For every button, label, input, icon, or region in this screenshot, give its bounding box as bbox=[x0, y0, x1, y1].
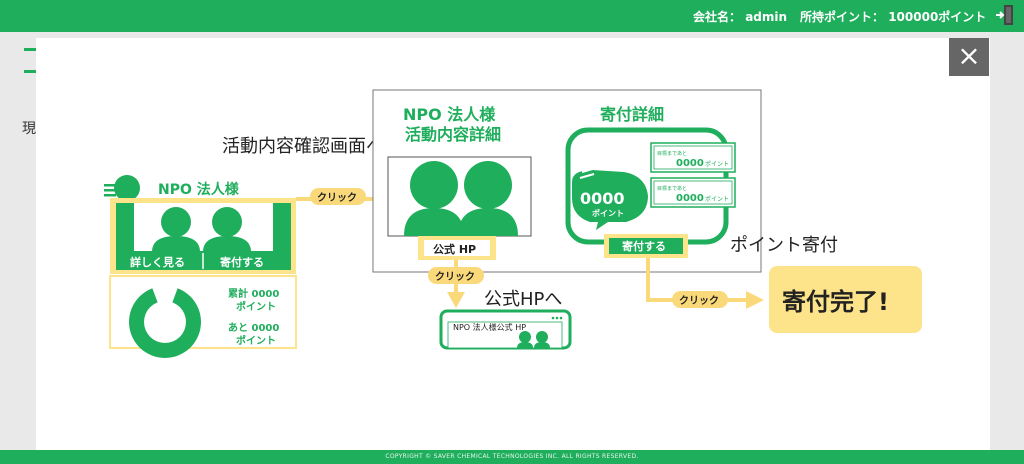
background-heading-bar bbox=[24, 70, 36, 73]
modal-close-button[interactable]: × bbox=[949, 38, 989, 76]
logout-icon[interactable] bbox=[994, 4, 1016, 26]
top-bar: 会社名： admin 所持ポイント： 100000ポイント bbox=[0, 0, 1024, 32]
background-text: 現 bbox=[22, 121, 36, 137]
background-heading-bar bbox=[24, 48, 36, 51]
company-info: 会社名： admin bbox=[693, 8, 787, 25]
footer-copyright: COPYRIGHT © SAVER CHEMICAL TECHNOLOGIES … bbox=[0, 450, 1024, 464]
points-label: 所持ポイント： bbox=[800, 10, 885, 24]
modal-dialog bbox=[36, 38, 990, 450]
points-value: 100000ポイント bbox=[888, 10, 987, 24]
company-value: admin bbox=[745, 10, 788, 24]
company-label: 会社名： bbox=[693, 10, 742, 24]
points-info: 所持ポイント： 100000ポイント bbox=[800, 8, 986, 25]
